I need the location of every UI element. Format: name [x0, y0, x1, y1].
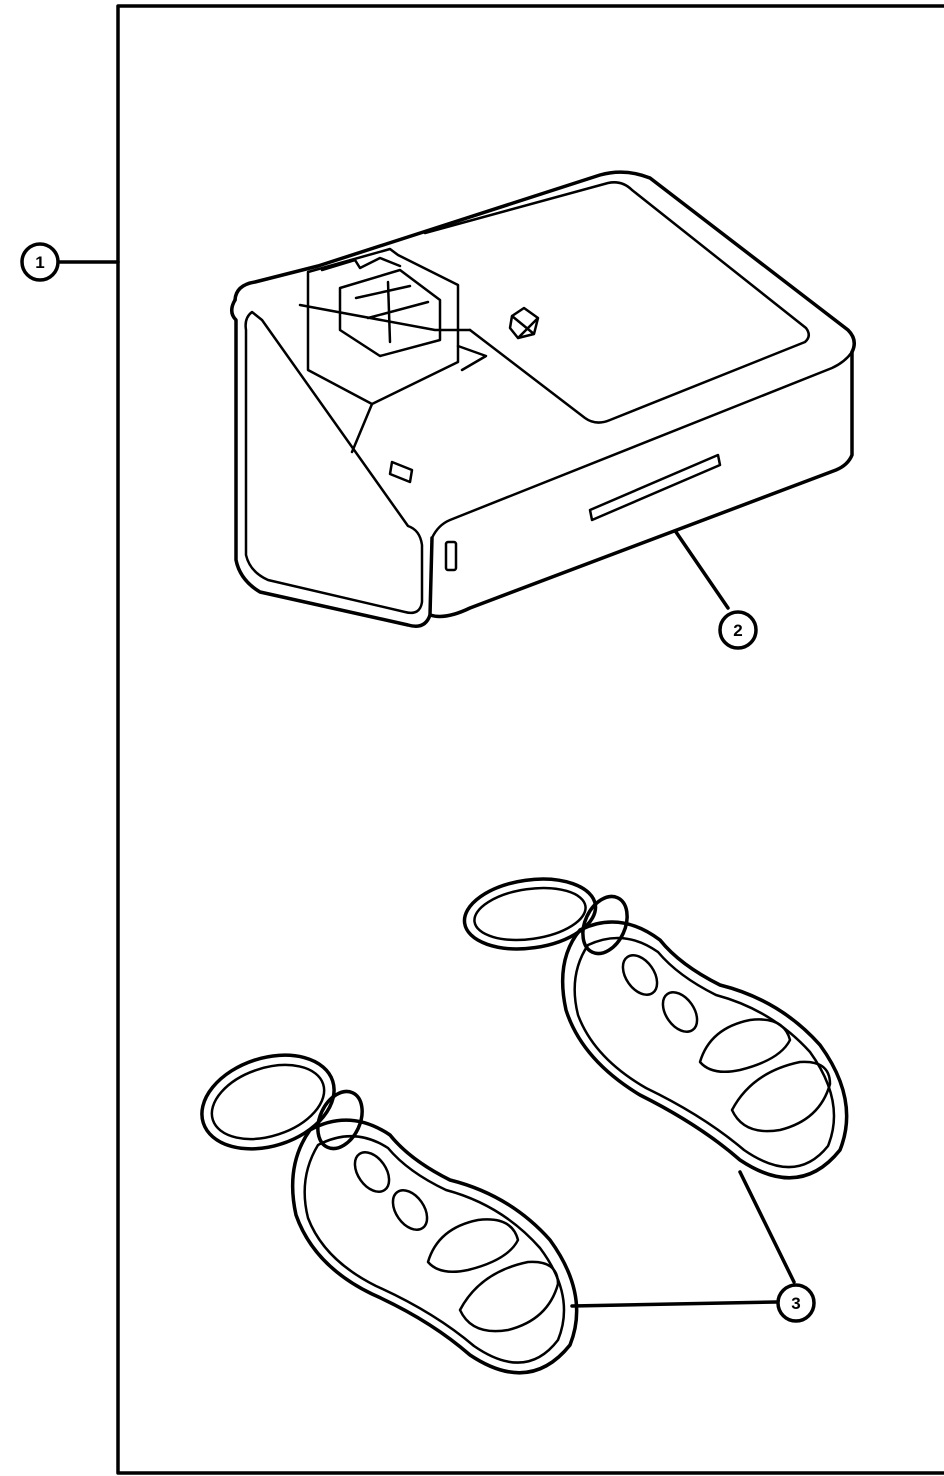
callout-label-1: 1	[35, 253, 44, 272]
callout-label-2: 2	[733, 621, 742, 640]
callout-2: 2	[718, 610, 758, 650]
leader-line-3a	[738, 1170, 796, 1284]
kit-bracket	[58, 4, 944, 1475]
callout-3: 3	[776, 1283, 816, 1323]
callout-1: 1	[20, 242, 60, 282]
key-fob-lower	[200, 1053, 778, 1375]
key-fob-transmitter-icon	[200, 877, 849, 1375]
leader-line-2	[674, 530, 730, 610]
receiver-module-icon	[230, 170, 856, 628]
key-fob-upper	[462, 877, 849, 1284]
callout-label-3: 3	[791, 1294, 800, 1313]
leader-line-3b	[570, 1300, 778, 1308]
